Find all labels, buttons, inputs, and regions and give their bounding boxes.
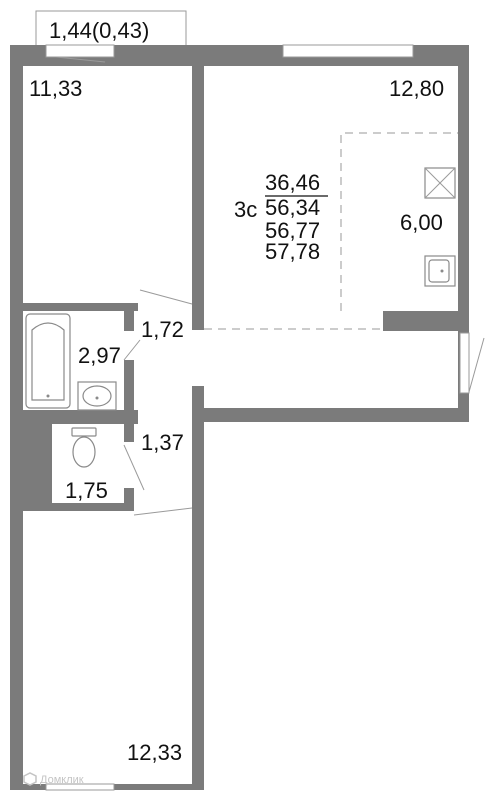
label-bathroom: 2,97 — [78, 343, 121, 368]
door-swing-toilet — [123, 444, 145, 491]
wall-bath-top — [10, 303, 138, 311]
label-hall-bottom: 1,37 — [141, 430, 184, 455]
toilet-icon — [71, 427, 97, 468]
label-bedroom-top: 11,33 — [29, 76, 82, 101]
stove-icon — [424, 167, 456, 199]
summary-living-area: 36,46 — [265, 170, 320, 195]
bathroom-sink-icon — [77, 381, 117, 411]
window-right — [459, 332, 470, 394]
wall-right — [458, 45, 469, 421]
summary-total-area-2: 56,77 — [265, 218, 320, 243]
wall-toilet-left — [10, 424, 52, 506]
wall-kitchen-stub — [383, 311, 469, 331]
label-living-room: 12,80 — [389, 76, 444, 101]
summary-type: 3с — [234, 197, 257, 222]
apartment-summary: 3с 36,46 56,34 56,77 57,78 — [234, 170, 328, 264]
wall-bath-right — [124, 311, 134, 331]
window-living-room — [282, 44, 414, 58]
wall-bath-right-2 — [124, 360, 134, 410]
door-swing-window — [468, 337, 485, 393]
watermark-logo: Домклик — [23, 772, 84, 786]
door-swing-bedroom — [133, 507, 193, 516]
wall-middle-vertical — [192, 45, 204, 790]
kitchen-sink-icon — [424, 255, 456, 287]
kitchen-zone-dashed — [340, 132, 458, 311]
window-bedroom-bottom — [45, 783, 115, 791]
door-swing-bath — [123, 339, 141, 361]
label-hall-top: 1,72 — [141, 317, 184, 342]
label-kitchen: 6,00 — [400, 210, 443, 235]
label-balcony: 1,44(0,43) — [49, 18, 149, 43]
door-opening-hall — [192, 330, 204, 386]
wall-bottom-right — [192, 408, 469, 422]
summary-total-area-3: 57,78 — [265, 239, 320, 264]
watermark-text: Домклик — [40, 774, 84, 786]
window-bedroom-top — [45, 44, 115, 58]
door-swing-hall — [139, 289, 193, 305]
wall-bath-bottom — [10, 410, 138, 424]
wall-toilet-right-2 — [124, 488, 134, 508]
label-bedroom-bottom: 12,33 — [127, 740, 182, 765]
wall-toilet-right — [124, 424, 134, 442]
label-toilet: 1,75 — [65, 478, 108, 503]
walls — [10, 45, 469, 790]
wall-toilet-bottom — [10, 503, 134, 511]
bathtub-icon — [25, 313, 71, 409]
summary-total-area: 56,34 — [265, 195, 320, 220]
door-swing-balcony — [55, 56, 106, 63]
